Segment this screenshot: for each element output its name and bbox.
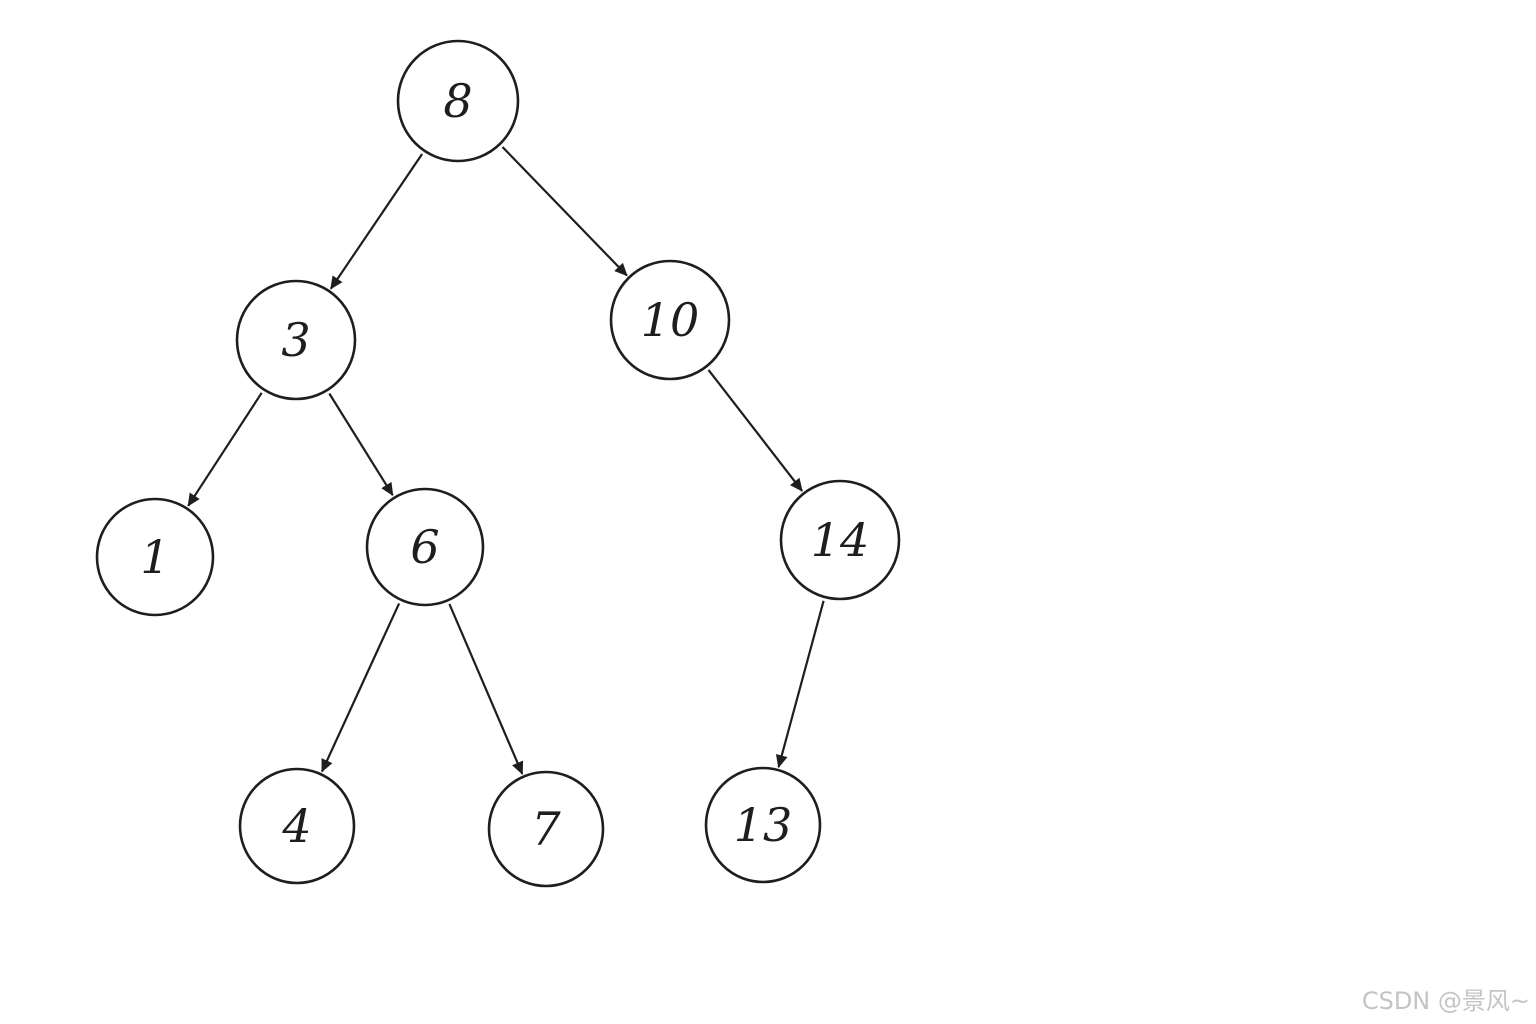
node-circle xyxy=(95,497,215,617)
node-circle xyxy=(238,767,356,885)
edge-n14-n13 xyxy=(775,600,825,769)
node-label: 10 xyxy=(641,293,700,347)
edge-n8-n3 xyxy=(329,153,424,290)
node-circle xyxy=(609,259,731,381)
tree-node-6: 6 xyxy=(365,487,485,607)
edge-n6-n7 xyxy=(448,603,524,775)
node-circle xyxy=(365,487,485,607)
node-circle xyxy=(704,766,822,884)
tree-node-14: 14 xyxy=(779,479,901,601)
node-circle xyxy=(487,770,605,888)
node-label: 4 xyxy=(281,799,311,853)
node-label: 6 xyxy=(410,520,439,574)
tree-node-10: 10 xyxy=(609,259,731,381)
edge-n6-n4 xyxy=(321,602,401,773)
node-label: 3 xyxy=(281,313,310,367)
watermark: CSDN @景风~ xyxy=(1361,987,1530,1015)
node-label: 7 xyxy=(531,802,561,856)
tree-node-7: 7 xyxy=(487,770,605,888)
node-label: 8 xyxy=(443,74,472,128)
tree-node-1: 1 xyxy=(95,497,215,617)
nodes-layer: 8 3 10 1 6 14 4 7 13 xyxy=(95,39,901,888)
node-label: 13 xyxy=(734,798,793,852)
tree-node-13: 13 xyxy=(704,766,822,884)
tree-node-3: 3 xyxy=(235,279,357,401)
node-circle xyxy=(779,479,901,601)
edges-layer xyxy=(187,146,825,775)
node-label: 1 xyxy=(140,530,169,584)
node-label: 14 xyxy=(811,513,870,567)
edge-n10-n14 xyxy=(707,369,803,492)
node-circle xyxy=(396,39,520,163)
node-circle xyxy=(235,279,357,401)
tree-node-4: 4 xyxy=(238,767,356,885)
edge-n3-n1 xyxy=(187,392,263,507)
edge-n8-n10 xyxy=(501,146,628,277)
edge-n3-n6 xyxy=(328,392,394,497)
tree-node-8: 8 xyxy=(396,39,520,163)
